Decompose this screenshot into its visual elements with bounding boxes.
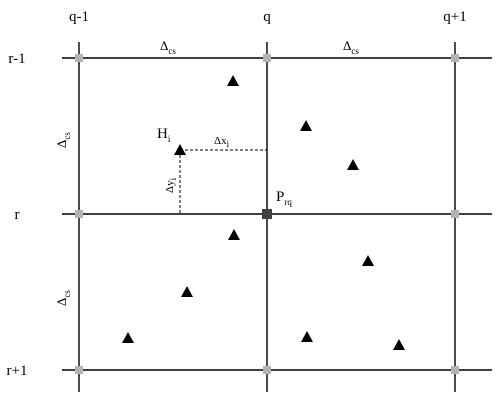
grid-node xyxy=(451,54,459,62)
triangle-marker xyxy=(301,331,313,342)
node-label: Prq xyxy=(276,189,292,207)
row-label-r-1: r-1 xyxy=(8,51,25,67)
row-label-r: r xyxy=(15,207,20,223)
offset-x-label: Δxi xyxy=(214,135,230,149)
spacing-label-top-left: Δcs xyxy=(160,38,176,56)
observation-points xyxy=(122,75,405,350)
grid-node xyxy=(75,54,83,62)
grid-node xyxy=(451,366,459,374)
triangle-marker xyxy=(181,286,193,297)
column-label-q-1: q-1 xyxy=(69,9,89,25)
column-label-q: q xyxy=(263,9,271,25)
grid-node xyxy=(263,54,271,62)
column-label-q+1: q+1 xyxy=(443,9,466,25)
triangle-marker xyxy=(227,75,239,86)
offset-y-label: Δyi xyxy=(164,177,178,193)
spacing-label-top-right: Δcs xyxy=(343,38,359,56)
triangle-marker xyxy=(228,229,240,240)
spacing-label-left-lower: Δcs xyxy=(54,290,72,306)
triangle-marker xyxy=(300,120,312,131)
grid-nodes xyxy=(75,54,459,374)
triangle-marker xyxy=(362,255,374,266)
spacing-label-left-upper: Δcs xyxy=(54,132,72,148)
triangle-marker xyxy=(174,144,186,155)
offset-lines xyxy=(179,149,267,214)
grid-node xyxy=(451,210,459,218)
point-label: Hi xyxy=(157,126,171,144)
grid-node xyxy=(263,366,271,374)
grid-node xyxy=(75,366,83,374)
triangle-marker xyxy=(393,339,405,350)
grid-node xyxy=(75,210,83,218)
triangle-marker xyxy=(122,332,134,343)
center-node xyxy=(262,209,272,219)
row-label-r+1: r+1 xyxy=(7,363,28,379)
triangle-marker xyxy=(347,159,359,170)
